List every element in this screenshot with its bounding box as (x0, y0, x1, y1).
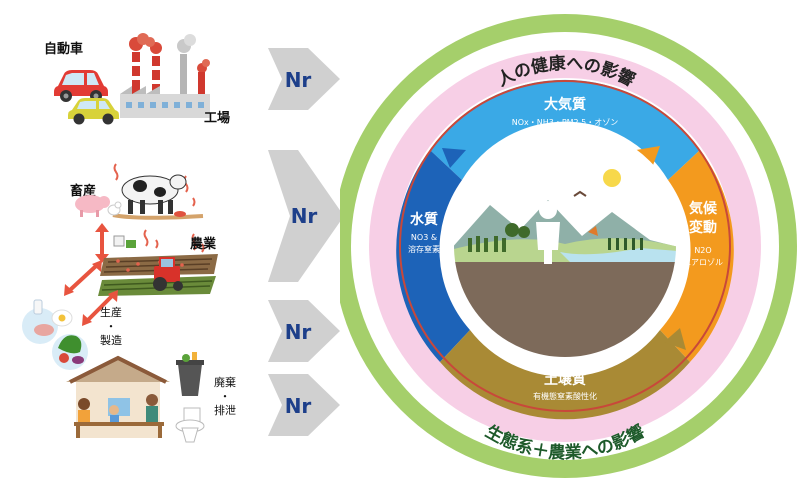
nr-arrow-2: Nr (268, 150, 344, 282)
water-subtitle-1: NO3 & (411, 233, 437, 242)
water-subtitle-2: 溶存窒素 (408, 244, 440, 254)
soil-title: 土壌質 (544, 371, 586, 388)
nr-arrow-3: Nr (268, 300, 340, 362)
livestock-icon (75, 163, 204, 220)
household-icon (66, 352, 205, 443)
nitrogen-impact-diagram: 人の健康への影響 生態系＋農業への影響 大気質 NOx・NH3・PM2.5・オゾ… (340, 14, 797, 478)
source-production-label: 生産 ・ 製造 (96, 306, 126, 348)
livestock-agriculture-arrow (95, 223, 109, 263)
factory-icon (120, 33, 210, 118)
agriculture-production-arrow (64, 260, 102, 296)
climate-subtitle-2: エアロゾル (683, 258, 723, 267)
water-title: 水質 (410, 211, 438, 228)
water-band (396, 150, 470, 362)
atmosphere-title: 大気質 (544, 96, 586, 113)
car-icon (54, 70, 119, 125)
climate-subtitle-1: N2O (694, 246, 711, 255)
production-label-dot: ・ (105, 320, 117, 333)
nr-arrow-4-label: Nr (285, 394, 312, 418)
production-label-line1: 生産 (100, 306, 122, 319)
climate-title-1: 気候 (689, 200, 718, 217)
waste-label-dot: ・ (219, 390, 231, 403)
nr-arrow-4: Nr (268, 374, 340, 436)
production-waste-arrow (82, 290, 118, 326)
food-production-icon (22, 299, 88, 370)
climate-band (660, 150, 734, 362)
nr-arrow-2-label: Nr (291, 204, 318, 228)
climate-title-2: 変動 (689, 219, 717, 236)
waste-label-line2: 排泄 (214, 404, 236, 417)
atmosphere-subtitle: NOx・NH3・PM2.5・オゾン (512, 118, 619, 127)
source-factory-label: 工場 (204, 111, 231, 126)
source-car-label: 自動車 (44, 42, 84, 57)
soil-subtitle: 有機態窒素酸性化 (533, 391, 597, 401)
agriculture-icon (98, 229, 218, 296)
nr-arrow-1: Nr (268, 48, 340, 110)
waste-label-line1: 廃棄 (214, 376, 236, 389)
production-label-line2: 製造 (100, 334, 122, 347)
nr-arrow-3-label: Nr (285, 320, 312, 344)
nr-arrow-1-label: Nr (285, 68, 312, 92)
soil-band (440, 330, 690, 420)
source-waste-label: 廃棄 ・ 排泄 (210, 376, 240, 418)
atmosphere-band (430, 79, 700, 180)
source-agriculture-label: 農業 (190, 237, 217, 252)
